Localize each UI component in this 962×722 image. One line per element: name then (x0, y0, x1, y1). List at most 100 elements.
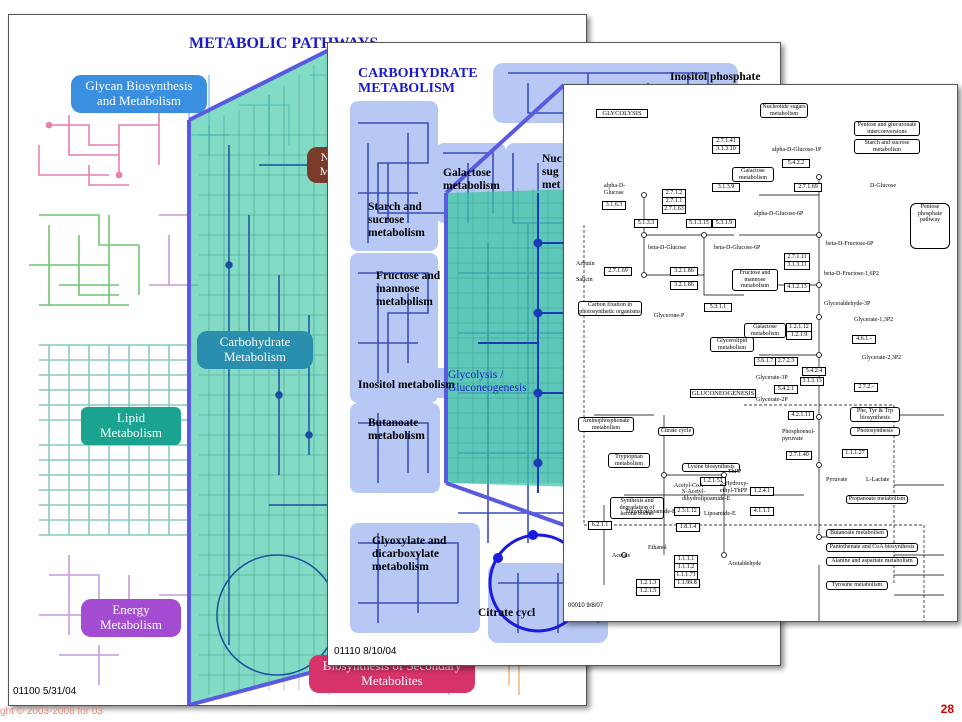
metabolite-label: Acetaldehyde (728, 561, 768, 568)
glycan-label: Glycan Biosynthesis and Metabolism (71, 75, 207, 113)
metabolite-label: Phosphoenol-pyruvate (782, 429, 822, 442)
enzyme-box[interactable]: 5.4.2.2 (782, 159, 810, 168)
metabolite-label: alpha-D-Glucose-1P (772, 147, 826, 154)
metabolite-box[interactable]: Photosynthesis (850, 427, 900, 436)
energy-label: Energy Metabolism (81, 599, 181, 637)
glycan-network (39, 105, 159, 185)
metabolite-label: Glycerate-3P (756, 375, 796, 382)
metabolite-box[interactable]: Pentose and glucuronate interconversions (854, 121, 920, 136)
enzyme-box[interactable]: 3.1.3.13 (800, 377, 824, 386)
carbohydrate-footer: 01110 8/10/04 (334, 646, 396, 657)
lipid-network-green (29, 215, 139, 305)
metabolite-box[interactable]: Starch and sucrose metabolism (854, 139, 920, 154)
carbohydrate-label: Carbohydrate Metabolism (197, 331, 313, 369)
metabolite-box[interactable]: Phe, Tyr & Trp biosynthesis (850, 407, 900, 422)
glyoxylate-label: Glyoxylate and dicarboxylate metabolism (372, 535, 477, 575)
inositol-metabolism-label: Inositol metabolism (358, 379, 452, 392)
metabolite-label: alpha-D-Glucose-6P (754, 211, 814, 218)
metabolite-box[interactable]: Nucleotide sugars metabolism (760, 103, 808, 118)
butanoate-label: Butanoate metabolism (368, 417, 438, 443)
metabolite-box[interactable]: Propanoate metabolism (846, 495, 908, 504)
enzyme-box[interactable]: 3.2.1.86 (670, 281, 698, 290)
metabolite-box[interactable]: Fructose and mannose metabolism (732, 269, 778, 291)
metabolic-footer: 01100 5/31/04 (13, 686, 76, 697)
metabolite-label: Acetate (612, 553, 642, 560)
glycolysis-map-drawing (564, 85, 957, 621)
fructose-mannose-label: Fructose and mannose metabolism (376, 270, 444, 310)
enzyme-box[interactable]: 3.1.6.3 (602, 201, 626, 210)
metabolite-label: 2-Hydroxy-ethyl-ThPP (720, 481, 750, 494)
enzyme-box[interactable]: 6.2.1.1 (588, 521, 612, 530)
metabolite-box[interactable]: Tryptophan metabolism (608, 453, 650, 468)
metabolite-box[interactable]: Alanine and aspartate metabolism (826, 557, 918, 566)
enzyme-box[interactable]: 5.4.2.1 (774, 385, 798, 394)
metabolite-box[interactable]: Aminophosphonate metabolism (578, 417, 634, 432)
metabolite-label: Arbutin (576, 261, 606, 268)
metabolite-box[interactable]: Carbon fixation in photosynthetic organi… (578, 301, 642, 316)
metabolite-label: Dihydrolipoamide-E (626, 509, 686, 516)
metabolite-box[interactable]: Citrate cycle (658, 427, 694, 436)
metabolite-label: beta-D-Fructose-6P (826, 241, 876, 248)
metabolite-label: D-Glucose (870, 183, 910, 190)
metabolite-label: beta-D-Glucose-6P (714, 245, 764, 252)
enzyme-box[interactable]: 4.2.1.11 (788, 411, 814, 420)
metabolite-label: Glycerone-P (654, 313, 694, 320)
enzyme-box[interactable]: 5.3.1.9 (712, 219, 736, 228)
metabolite-box[interactable]: Galactose metabolism (732, 167, 774, 182)
citrate-cycle-label: Citrate cycl (478, 607, 558, 620)
glycolysis-pathway-map: GLYCOLYSIS GLUCONEOGENESIS 2.7.1.41 3.1.… (563, 84, 958, 622)
enzyme-box[interactable]: 5.1.3.3 (634, 219, 658, 228)
carbohydrate-title: CARBOHYDRATE METABOLISM (358, 67, 488, 96)
metabolite-box[interactable]: Butanoate metabolism (826, 529, 888, 538)
enzyme-box[interactable]: 2.7.2.3 (774, 357, 798, 366)
metabolite-box[interactable]: Galactose metabolism (744, 323, 786, 338)
metabolite-label: Salicin (576, 277, 606, 284)
enzyme-box[interactable]: 1.8.1.4 (676, 523, 700, 532)
enzyme-box[interactable]: 4.1.2.13 (784, 283, 810, 292)
enzyme-box[interactable]: 5.3.1.1 (704, 303, 732, 312)
metabolite-label: Glyceraldehyde-3P (824, 301, 884, 308)
enzyme-box[interactable]: 5.1.3.15 (686, 219, 712, 228)
glycolysis-footer: 00010 9/8/07 (568, 603, 603, 609)
metabolite-box[interactable]: Glycerolipid metabolism (710, 337, 754, 352)
galactose-label: Galactose metabolism (443, 167, 503, 193)
enzyme-box[interactable]: 2.7.1.40 (786, 451, 812, 460)
metabolite-label: L-Lactate (866, 477, 906, 484)
gluconeogenesis-header: GLUCONEOGENESIS (690, 389, 756, 398)
metabolite-label: Glycerate-1,3P2 (854, 317, 910, 324)
enzyme-box[interactable]: 5.4.2.4 (802, 367, 826, 376)
enzyme-box[interactable]: 1.1.1.27 (842, 449, 868, 458)
metabolite-label: Pyruvate (826, 477, 866, 484)
enzyme-box[interactable]: 3.1.3.11 (784, 261, 810, 270)
enzyme-box[interactable]: 1.2.1.5 (636, 587, 660, 596)
page-number: 28 (941, 702, 954, 716)
metabolite-label: beta-D-Fructose-1,6P2 (824, 271, 884, 278)
copyright-footer: ght © 2003-2008 for 03 (0, 706, 103, 717)
enzyme-box[interactable]: 3.1.3.10 (712, 145, 740, 154)
lipid-label: Lipid Metabolism (81, 407, 181, 445)
metabolite-box[interactable]: Tyrosine metabolism (826, 581, 888, 590)
enzyme-box[interactable]: 2.7.2.- (854, 383, 878, 392)
enzyme-box[interactable]: 3.2.1.86 (670, 267, 698, 276)
inositol-phosphate-label: Inositol phosphate (670, 71, 770, 84)
enzyme-box[interactable]: 4.6.1.- (852, 335, 876, 344)
metabolite-label: beta-D-Glucose (648, 245, 688, 252)
metabolite-label: Lipoamide-E (704, 511, 754, 518)
metabolite-label: Ethanol (648, 545, 678, 552)
enzyme-box[interactable]: 1.2.4.1 (750, 487, 774, 496)
metabolite-label: ThPP (728, 469, 748, 476)
enzyme-box[interactable]: 2.7.1.69 (794, 183, 822, 192)
enzyme-box[interactable]: 1.1.99.8 (674, 579, 700, 588)
enzyme-box[interactable]: 3.1.3.9 (712, 183, 740, 192)
enzyme-box[interactable]: 1.2.1.9 (786, 331, 812, 340)
metabolite-box[interactable]: Pantothenate and CoA biosynthesis (826, 543, 918, 552)
starch-sucrose-label: Starch and sucrose metabolism (368, 201, 430, 241)
metabolite-label: Glycerate-2,3P2 (862, 355, 918, 362)
metabolite-box[interactable]: Pentose phosphate pathway (910, 203, 950, 249)
glycolysis-label: Glycolysis / Gluconeogenesis (448, 369, 543, 395)
enzyme-box[interactable]: 2.7.1.69 (604, 267, 632, 276)
enzyme-box[interactable]: 2.7.1.63 (662, 205, 686, 214)
enzyme-box[interactable]: 3.6.1.7 (754, 357, 776, 366)
glycolysis-header: GLYCOLYSIS (596, 109, 648, 118)
